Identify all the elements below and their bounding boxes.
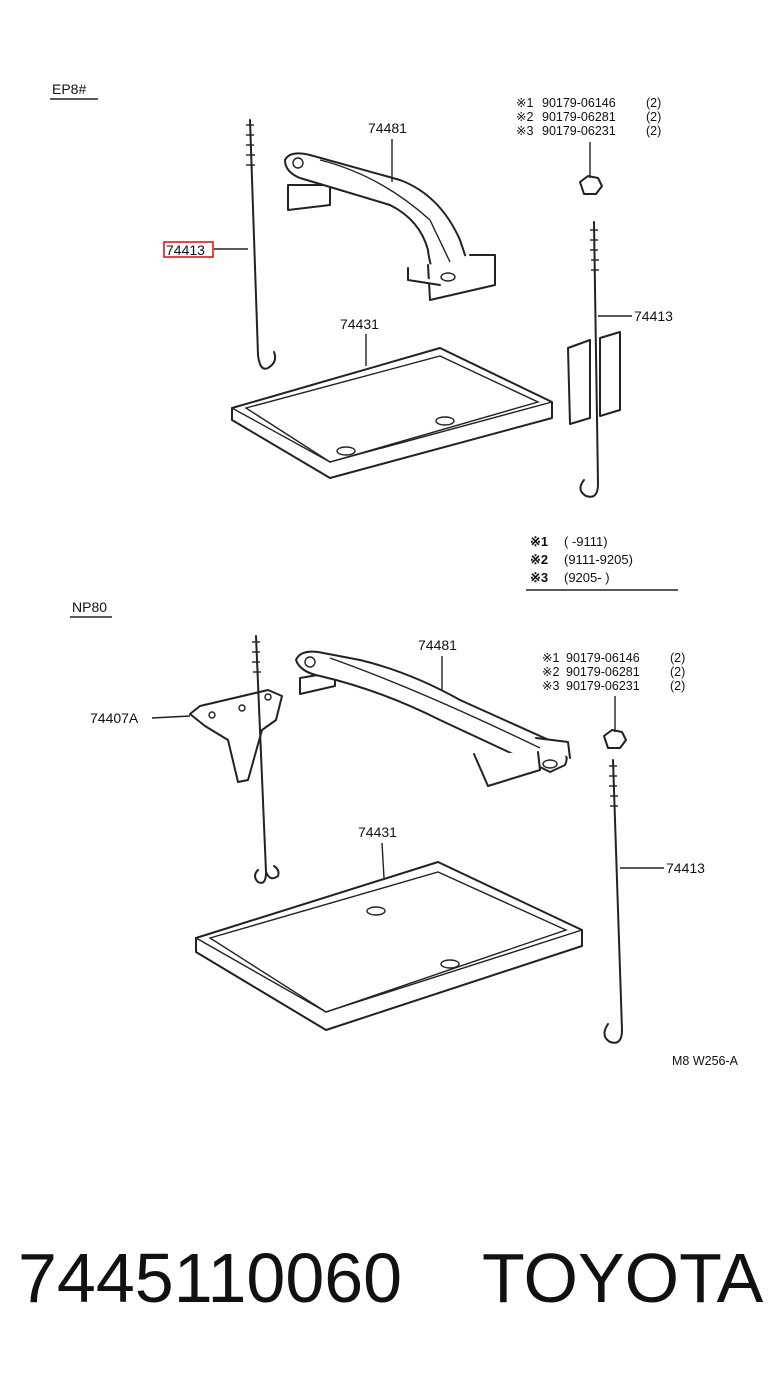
lower-note-3-qty: (2): [670, 679, 685, 693]
footer-part-number: 7445110060: [18, 1239, 402, 1317]
upper-note-2-mark: ※2: [516, 110, 533, 124]
upper-model-label: EP8#: [52, 81, 86, 97]
lower-note-2-part[interactable]: 90179-06281: [566, 665, 640, 679]
lower-hold-down-bolt-right: [603, 696, 627, 1044]
legend-2-mark: ※2: [530, 552, 548, 567]
legend-1-mark: ※1: [530, 534, 548, 549]
figure-code: M8 W256-A: [672, 1054, 739, 1068]
lower-battery-tray: [195, 861, 583, 1031]
upper-note-3-qty: (2): [646, 124, 661, 138]
lower-nut-notes: ※1 90179-06146 (2) ※2 90179-06281 (2) ※3…: [542, 651, 685, 693]
footer-brand: TOYOTA: [482, 1239, 764, 1317]
legend-3-range: (9205- ): [564, 570, 610, 585]
highlight-box: [163, 241, 214, 258]
lower-note-1-qty: (2): [670, 651, 685, 665]
upper-hold-down-bolt-right: [567, 142, 621, 498]
upper-note-1-qty: (2): [646, 96, 661, 110]
lower-note-3-mark: ※3: [542, 679, 559, 693]
lower-bracket-label[interactable]: 74407A: [90, 710, 139, 726]
upper-clamp-label[interactable]: 74481: [368, 120, 407, 136]
upper-tray-label[interactable]: 74431: [340, 316, 379, 332]
lower-model-label: NP80: [72, 599, 107, 615]
upper-note-1-mark: ※1: [516, 96, 533, 110]
upper-note-2-part[interactable]: 90179-06281: [542, 110, 616, 124]
upper-battery-clamp: [284, 152, 496, 301]
legend-1-range: ( -9111): [564, 534, 608, 549]
upper-note-3-part[interactable]: 90179-06231: [542, 124, 616, 138]
lower-tray-label[interactable]: 74431: [358, 824, 397, 840]
upper-battery-tray: [231, 347, 553, 479]
date-range-legend: ※1 ( -9111) ※2 (9111-9205) ※3 (9205- ): [526, 534, 678, 591]
upper-bolt-right-label[interactable]: 74413: [634, 308, 673, 324]
upper-bolt-left-label[interactable]: 74413: [166, 242, 205, 258]
lower-hold-down-bolt-left: [252, 635, 280, 884]
upper-note-2-qty: (2): [646, 110, 661, 124]
lower-note-1-part[interactable]: 90179-06146: [566, 651, 640, 665]
lower-note-1-mark: ※1: [542, 651, 559, 665]
lower-note-3-part[interactable]: 90179-06231: [566, 679, 640, 693]
lower-bolt-label[interactable]: 74413: [666, 860, 705, 876]
lower-note-2-mark: ※2: [542, 665, 559, 679]
upper-note-3-mark: ※3: [516, 124, 533, 138]
upper-note-1-part[interactable]: 90179-06146: [542, 96, 616, 110]
lower-clamp-label[interactable]: 74481: [418, 637, 457, 653]
lower-note-2-qty: (2): [670, 665, 685, 679]
upper-hold-down-bolt-left: [246, 119, 277, 370]
lower-bracket: [189, 689, 283, 783]
legend-3-mark: ※3: [530, 570, 548, 585]
upper-nut-notes: ※1 90179-06146 (2) ※2 90179-06281 (2) ※3…: [516, 96, 661, 138]
legend-2-range: (9111-9205): [564, 552, 633, 567]
lower-battery-clamp: [295, 650, 571, 787]
